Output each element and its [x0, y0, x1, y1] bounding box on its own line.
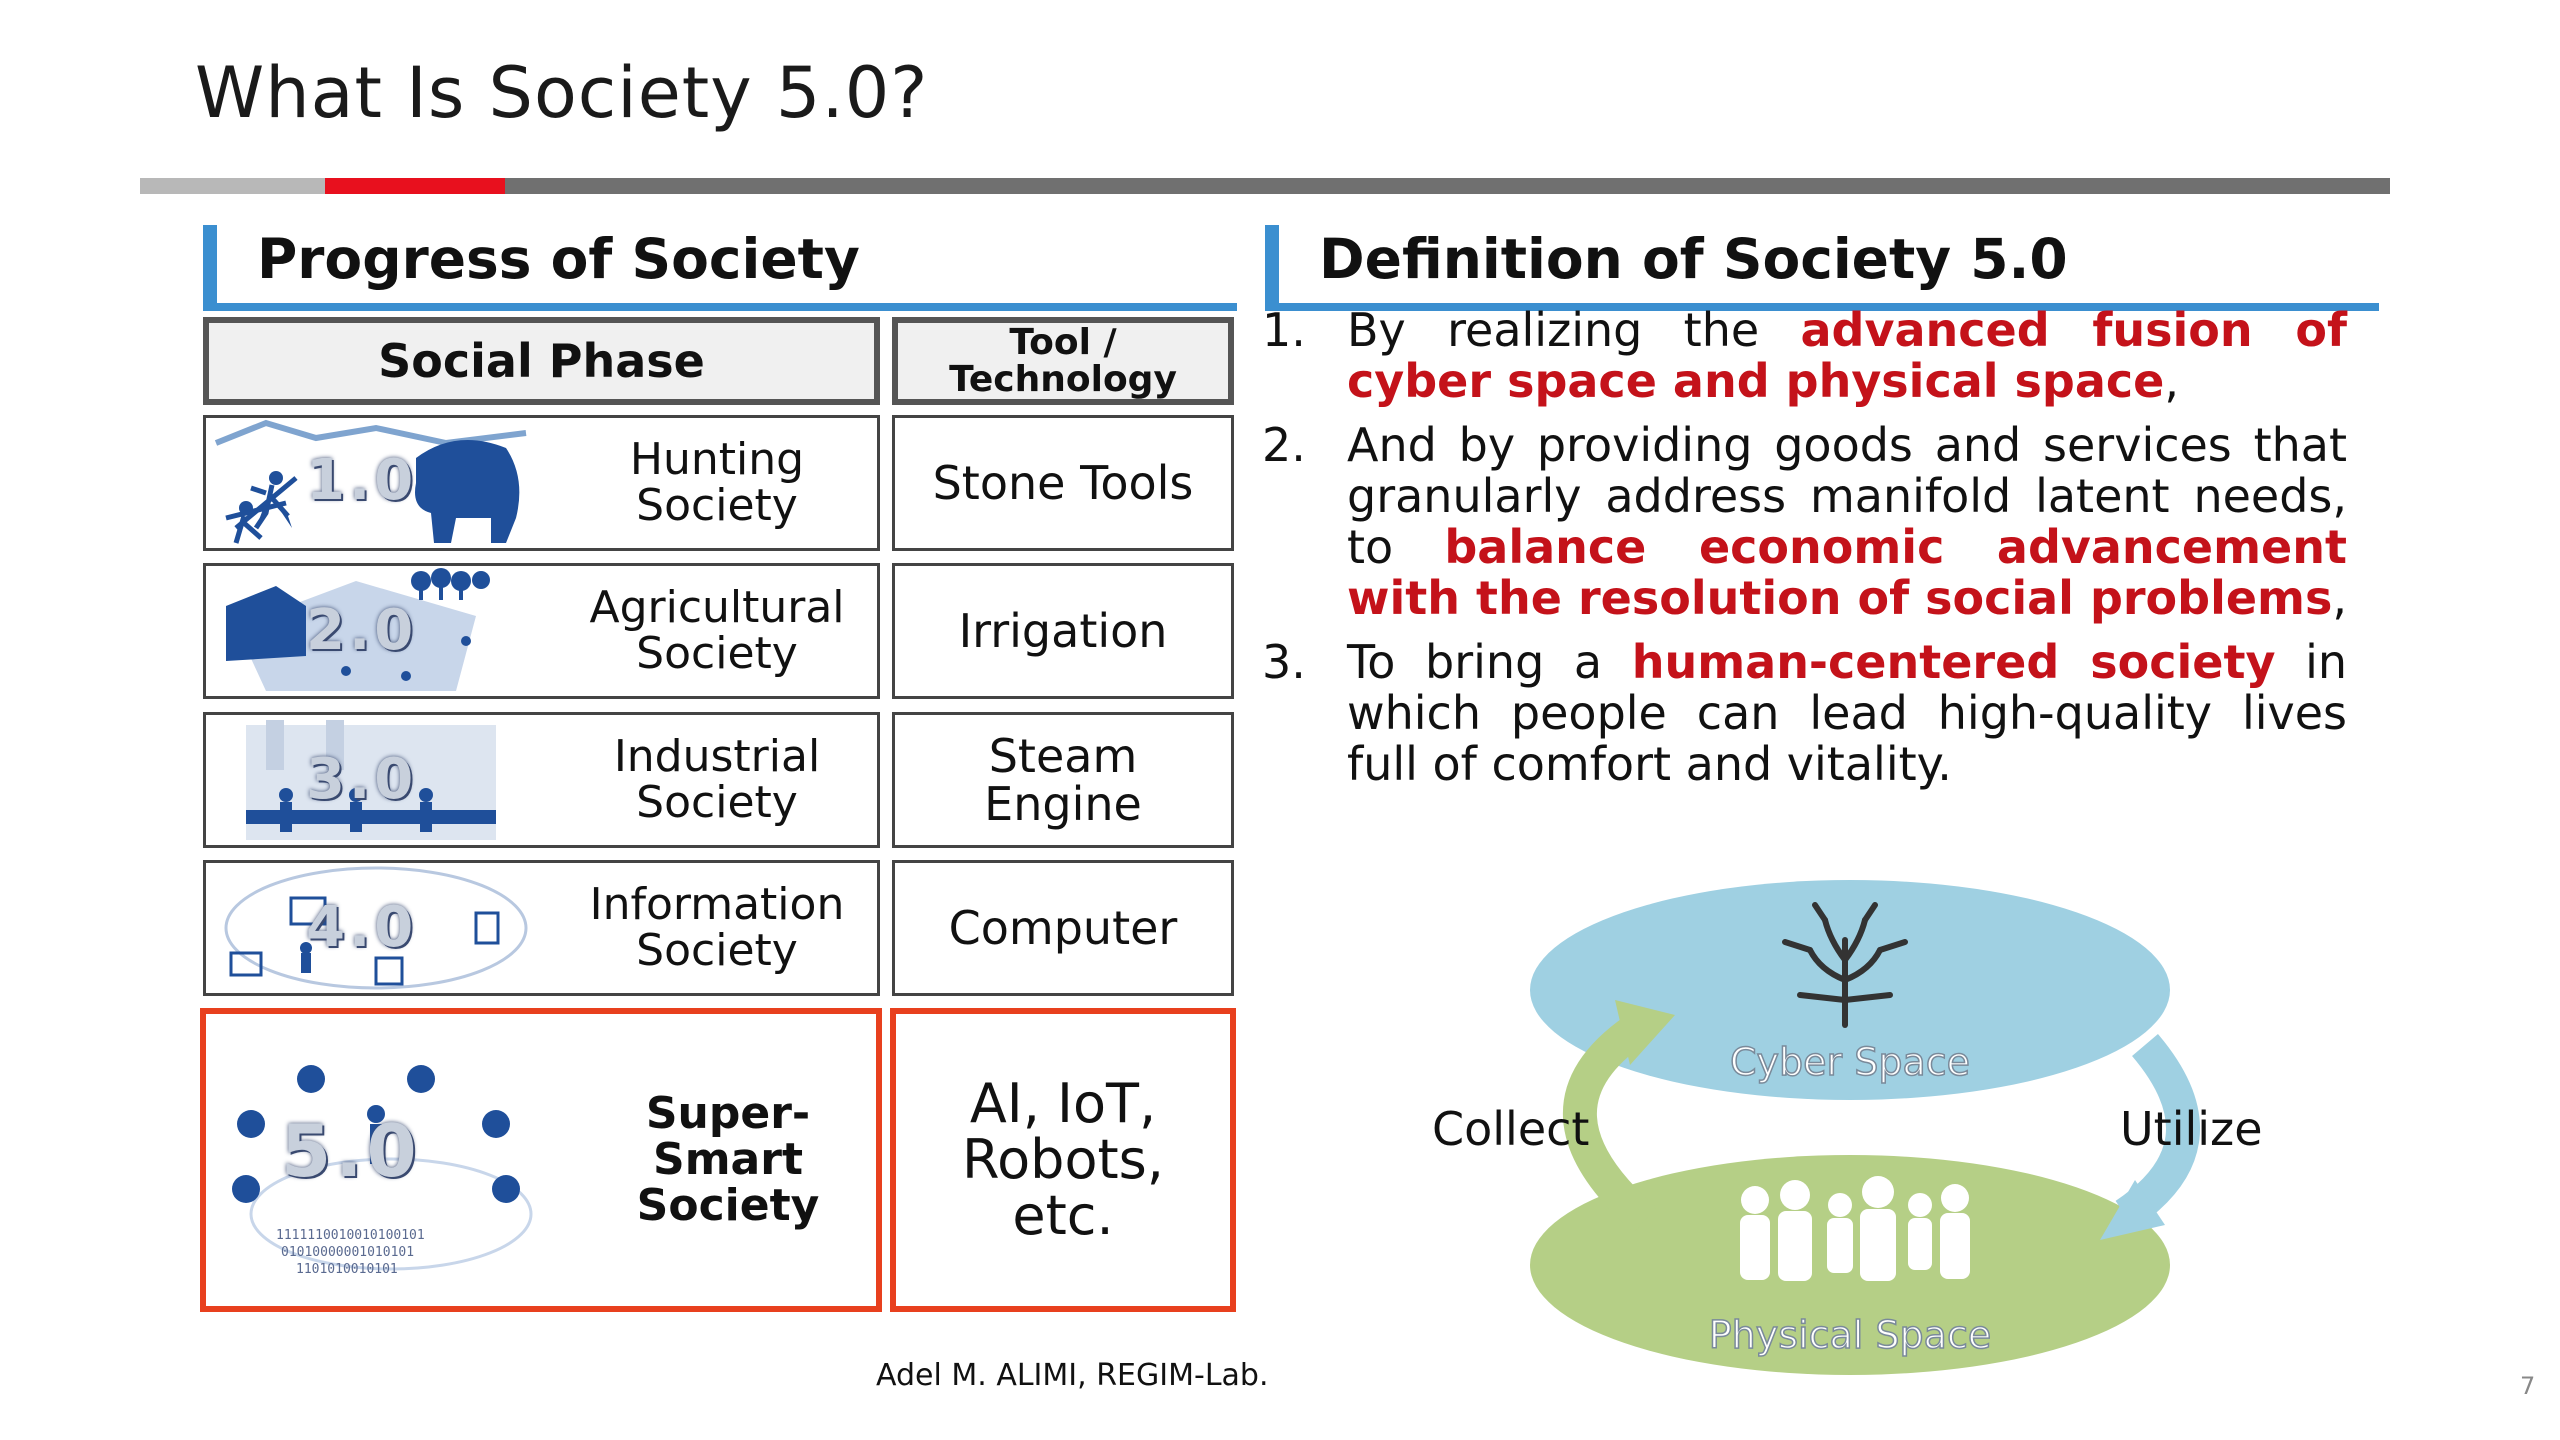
phase-label-information: Information Society [589, 879, 845, 976]
phase-cell-information: 4.0 Information Society [203, 860, 880, 996]
badge-1-0: 1.0 [306, 448, 418, 513]
definition-text: in which people can lead high-quality li… [1347, 635, 2348, 791]
agriculture-illustration-icon [226, 568, 490, 691]
phase-label-agricultural: Agricultural Society [589, 582, 845, 679]
badge-2-0: 2.0 [306, 598, 418, 663]
collect-arrow [1562, 1016, 1657, 1233]
phase-cell-super-smart: 1111110010010100101 01010000001010101 11… [200, 1008, 882, 1312]
header-social-phase-text: Social Phase [378, 334, 705, 388]
title-underline-light-segment [140, 178, 325, 194]
tool-label-ai-iot-robots: AI, IoT, Robots, etc. [962, 1072, 1164, 1247]
svg-text:1111110010010100101: 1111110010010100101 [276, 1228, 425, 1243]
badge-5-0: 5.0 [281, 1109, 421, 1193]
progress-heading-text: Progress of Society [257, 227, 860, 291]
footer-author: Adel M. ALIMI, REGIM-Lab. [876, 1358, 1269, 1393]
definition-text: To bring a [1347, 635, 1632, 689]
tool-cell-stone-tools: Stone Tools [892, 415, 1234, 551]
slide-title: What Is Society 5.0? [195, 52, 929, 134]
utilize-arrowhead-icon [2100, 1180, 2165, 1240]
cyber-physical-diagram: Cyber Space Physical Space [1530, 880, 2200, 1375]
definition-list: 1. By realizing the advanced fusion of cy… [1262, 305, 2347, 803]
header-tool-technology: Tool / Technology [892, 317, 1234, 405]
tool-label-computer: Computer [948, 901, 1178, 955]
tool-label-irrigation: Irrigation [958, 604, 1168, 658]
hunting-illustration-icon [214, 419, 527, 544]
definition-text: And by providing goods and services that… [1347, 418, 2347, 574]
phase-cell-agricultural: 2.0 Agricultural Society [203, 563, 880, 699]
definition-heading: Definition of Society 5.0 [1265, 225, 2379, 311]
phase-label-hunting: Hunting Society [629, 434, 805, 531]
tool-cell-irrigation: Irrigation [892, 563, 1234, 699]
super-smart-illustration-icon: 1111110010010100101 01010000001010101 11… [232, 1065, 533, 1277]
title-underline-bar [140, 178, 2390, 194]
tool-cell-steam-engine: Steam Engine [892, 712, 1234, 848]
cyber-space-ellipse [1530, 880, 2170, 1100]
phase-label-industrial: Industrial Society [613, 731, 821, 828]
tool-label-steam-engine: Steam Engine [984, 729, 1142, 831]
svg-text:01010000001010101: 01010000001010101 [281, 1245, 414, 1260]
svg-text:1101010010101: 1101010010101 [296, 1262, 398, 1277]
definition-text: By realizing the [1347, 303, 1801, 357]
factory-illustration-icon [246, 720, 496, 840]
definition-text: , [2164, 354, 2179, 408]
definition-heading-text: Definition of Society 5.0 [1319, 227, 2068, 291]
phase-label-super-smart: Super-Smart Society [636, 1088, 820, 1231]
definition-highlight: advanced fusion of cyber space and physi… [1347, 303, 2347, 408]
utilize-label: Utilize [2120, 1102, 2263, 1156]
network-illustration-icon [224, 866, 528, 990]
collect-label: Collect [1432, 1102, 1590, 1156]
header-tool-text: Tool / Technology [949, 322, 1177, 400]
tool-label-stone-tools: Stone Tools [932, 456, 1194, 510]
collect-arrowhead-icon [1615, 1000, 1675, 1065]
definition-item: 3. To bring a human-centered society in w… [1262, 637, 2347, 790]
definition-highlight: balance economic advancement with the re… [1347, 520, 2347, 625]
cyber-space-label: Cyber Space [1730, 1040, 1970, 1084]
definition-number: 3. [1262, 635, 1306, 689]
phase-cell-industrial: 3.0 Industrial Society [203, 712, 880, 848]
progress-heading: Progress of Society [203, 225, 1237, 311]
page-number: 7 [2520, 1372, 2536, 1400]
definition-number: 2. [1262, 418, 1306, 472]
physical-space-label: Physical Space [1709, 1313, 1991, 1357]
tool-cell-computer: Computer [892, 860, 1234, 996]
people-silhouette-icon [1740, 1176, 1970, 1281]
header-social-phase: Social Phase [203, 317, 880, 405]
definition-item: 1. By realizing the advanced fusion of cy… [1262, 305, 2347, 407]
badge-3-0: 3.0 [306, 747, 418, 812]
phase-cell-hunting: 1.0 Hunting Society [203, 415, 880, 551]
badge-4-0: 4.0 [306, 895, 418, 960]
definition-item: 2. And by providing goods and services th… [1262, 420, 2347, 624]
definition-text: , [2332, 571, 2347, 625]
definition-number: 1. [1262, 303, 1306, 357]
tool-cell-ai-iot-robots: AI, IoT, Robots, etc. [890, 1008, 1236, 1312]
utilize-arrow [2115, 1033, 2200, 1230]
circuit-tree-icon [1782, 902, 1908, 1028]
definition-highlight: human-centered society [1631, 635, 2276, 689]
title-underline-accent [325, 178, 505, 194]
